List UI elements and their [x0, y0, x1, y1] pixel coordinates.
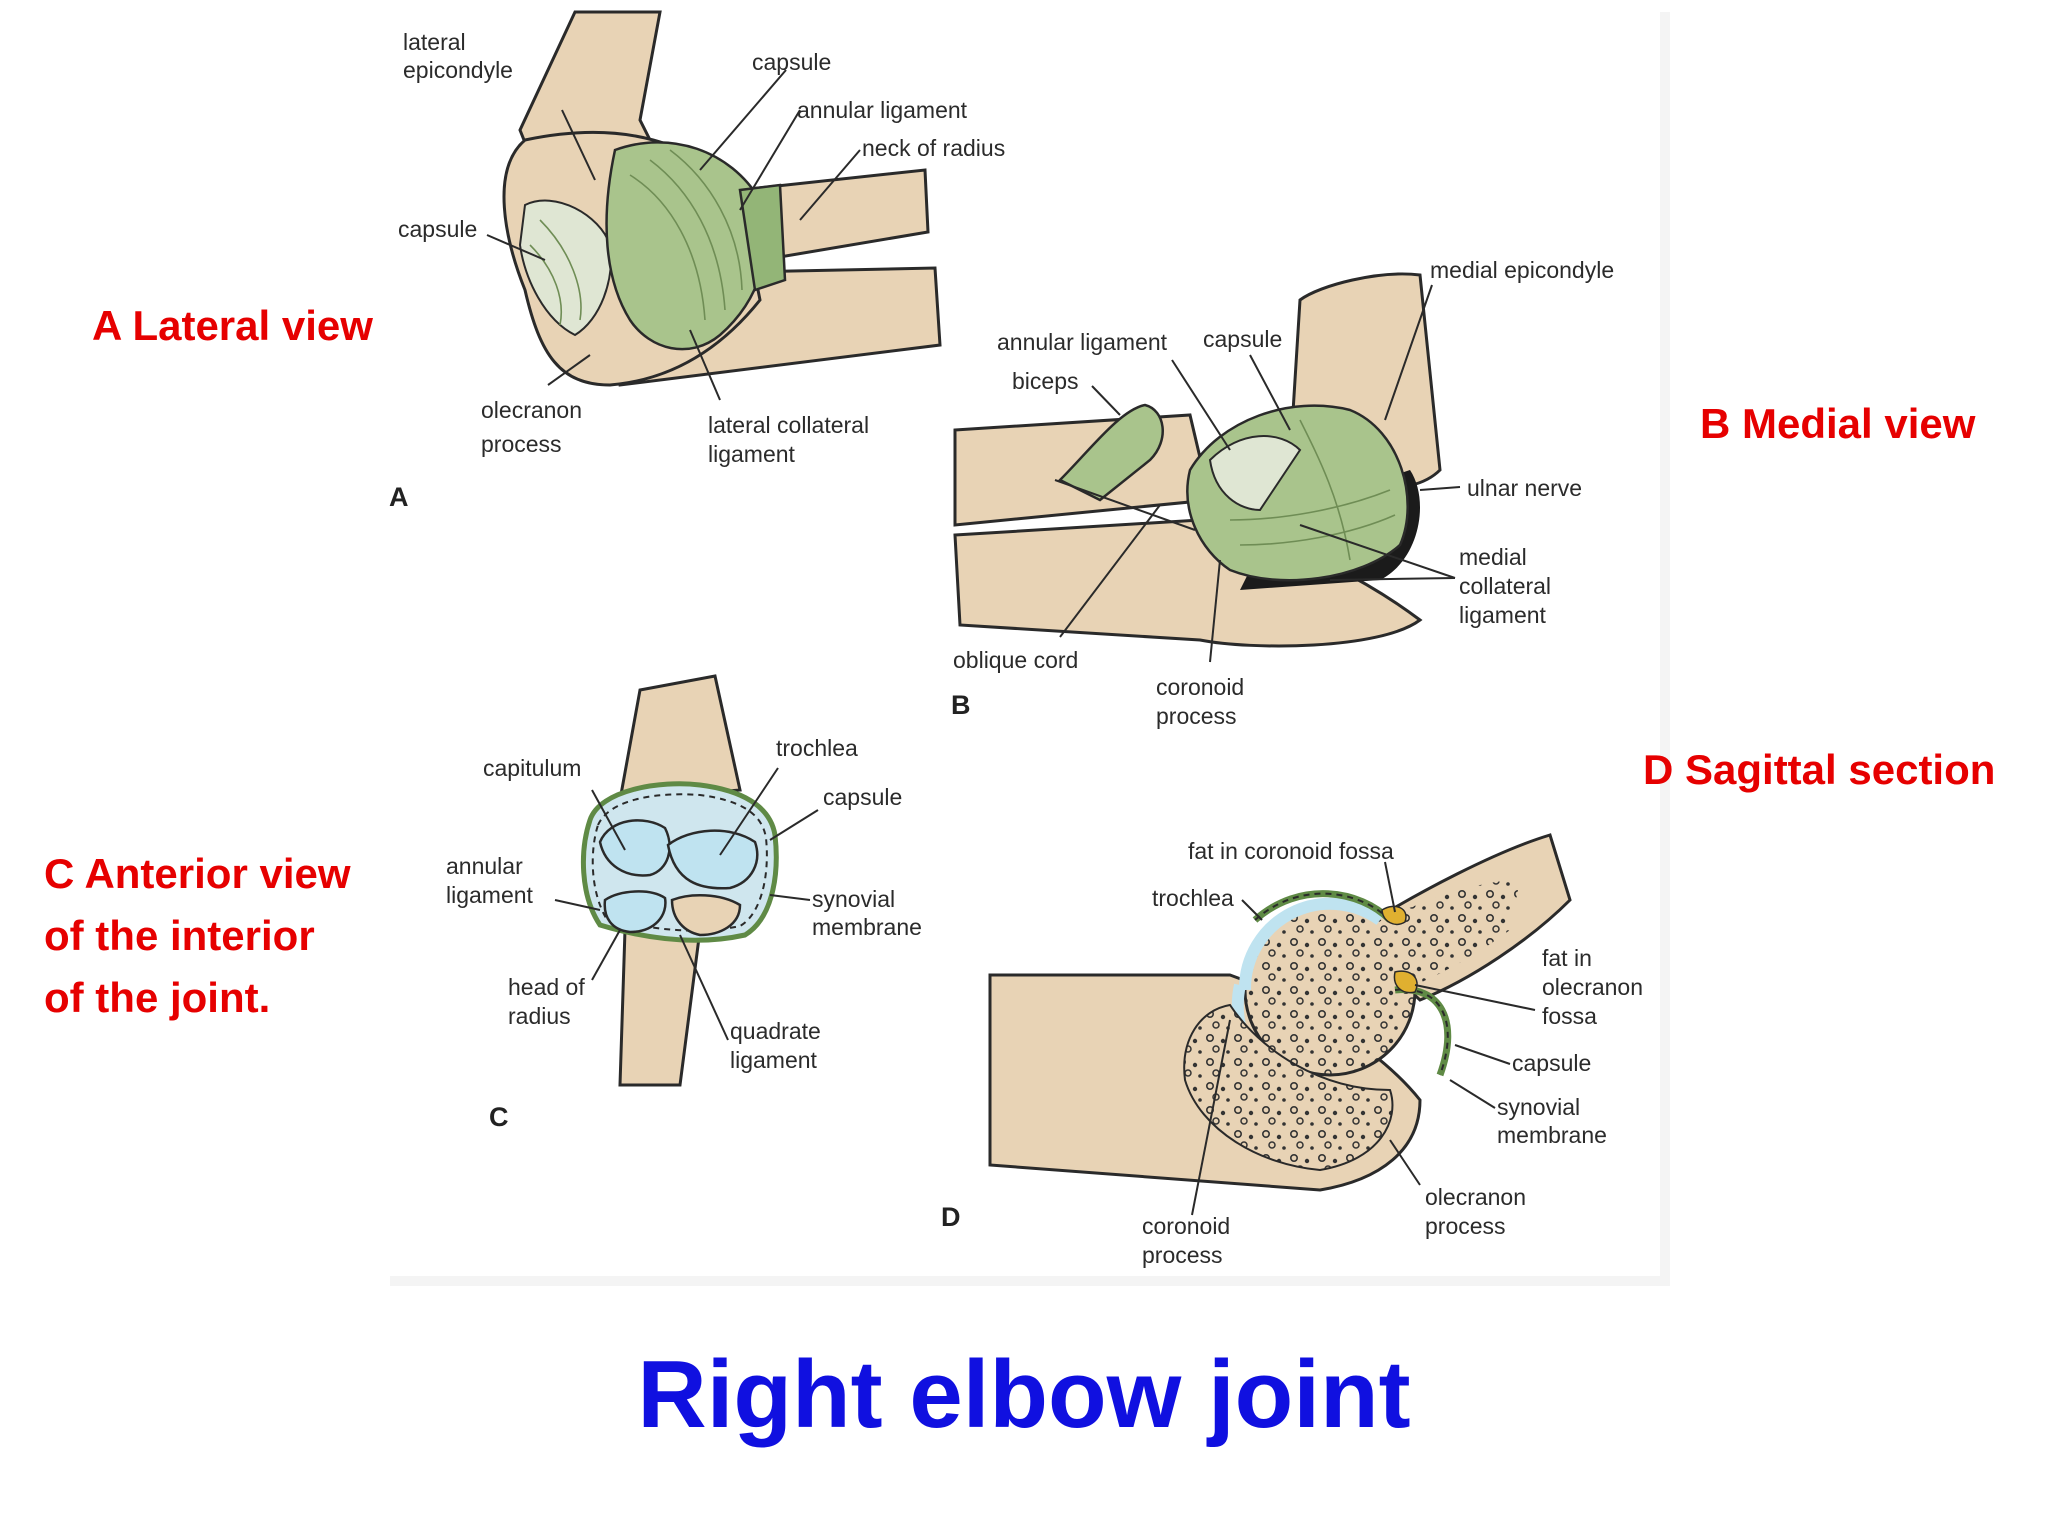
label-trochlea-c: trochlea — [776, 735, 858, 761]
label-medial-epicondyle: medial epicondyle — [1430, 257, 1614, 283]
panel-letter-a: A — [389, 482, 409, 512]
capsule-b — [1208, 435, 1302, 512]
panel-letter-b: B — [951, 690, 971, 720]
label-medial-collateral-ligament-3: ligament — [1459, 602, 1547, 628]
olecranon-d — [1183, 1003, 1394, 1172]
capsule-a — [518, 199, 612, 337]
label-coronoid-process-d-1: coronoid — [1142, 1213, 1230, 1239]
label-quadrate-ligament-1: quadrate — [730, 1018, 821, 1044]
label-medial-collateral-ligament-2: collateral — [1459, 573, 1551, 599]
caption-medial-text: B Medial view — [1700, 400, 1976, 447]
label-capsule-a-left: capsule — [398, 216, 477, 242]
fat-olecranon-fossa — [1393, 970, 1418, 994]
label-synovial-membrane-d-2: membrane — [1497, 1122, 1607, 1148]
head-of-radius-c — [603, 890, 667, 934]
caption-medial-view: B Medial view — [1700, 393, 1975, 455]
label-lateral-collateral-ligament-2: ligament — [708, 441, 796, 467]
label-capsule-a-top: capsule — [752, 49, 831, 75]
caption-sagittal-section: D Sagittal section — [1643, 739, 1995, 801]
label-annular-ligament-b: annular ligament — [997, 329, 1168, 355]
label-head-of-radius-1: head of — [508, 974, 585, 1000]
label-coronoid-process-d-2: process — [1142, 1242, 1223, 1268]
caption-lateral-view: A Lateral view — [92, 295, 373, 357]
panel-b-medial: medial epicondyle annular ligament capsu… — [951, 257, 1614, 729]
panel-c-anterior: capitulum trochlea capsule annular ligam… — [446, 674, 922, 1132]
label-capsule-d: capsule — [1512, 1050, 1591, 1076]
trochlea-c — [666, 829, 759, 890]
label-olecranon-process-a-1: olecranon — [481, 397, 582, 423]
annular-ligament-a — [738, 183, 787, 292]
label-fat-in-coronoid-fossa: fat in coronoid fossa — [1188, 838, 1394, 864]
cartilage-d — [1238, 897, 1384, 991]
caption-lateral-text: A Lateral view — [92, 302, 373, 349]
label-coronoid-process-b-1: coronoid — [1156, 674, 1244, 700]
caption-anterior-line-1: C Anterior view — [44, 850, 351, 897]
panel-a-lateral: lateral epicondyle capsule annular ligam… — [389, 10, 1005, 512]
label-fat-in-olecranon-fossa-1: fat in — [1542, 945, 1592, 971]
label-synovial-membrane-c-1: synovial — [812, 886, 895, 912]
ligament-mass-a — [605, 141, 767, 351]
label-olecranon-process-d-2: process — [1425, 1213, 1506, 1239]
label-capsule-b: capsule — [1203, 326, 1282, 352]
caption-anterior-line-2: of the interior — [44, 912, 315, 959]
label-capitulum: capitulum — [483, 755, 581, 781]
label-synovial-membrane-d-1: synovial — [1497, 1094, 1580, 1120]
label-trochlea-d: trochlea — [1152, 885, 1234, 911]
label-ulnar-nerve: ulnar nerve — [1467, 475, 1582, 501]
caption-sagittal-text: D Sagittal section — [1643, 746, 1996, 793]
label-biceps: biceps — [1012, 368, 1078, 394]
panel-d-sagittal: fat in coronoid fossa trochlea fat in ol… — [941, 833, 1643, 1268]
page-title: Right elbow joint — [637, 1341, 1411, 1448]
humerus-c — [618, 674, 742, 802]
label-annular-ligament-a: annular ligament — [797, 97, 968, 123]
biceps-tendon-b — [1057, 403, 1164, 502]
panel-letter-d: D — [941, 1202, 961, 1232]
label-fat-in-olecranon-fossa-3: fossa — [1542, 1003, 1597, 1029]
label-olecranon-process-d-1: olecranon — [1425, 1184, 1526, 1210]
label-lateral-epicondyle-1: lateral — [403, 29, 466, 55]
label-quadrate-ligament-2: ligament — [730, 1047, 818, 1073]
label-annular-ligament-c-2: ligament — [446, 882, 534, 908]
label-oblique-cord: oblique cord — [953, 647, 1078, 673]
label-capsule-c: capsule — [823, 784, 902, 810]
panel-letter-c: C — [489, 1102, 509, 1132]
label-medial-collateral-ligament-1: medial — [1459, 544, 1527, 570]
label-neck-of-radius: neck of radius — [862, 135, 1005, 161]
label-fat-in-olecranon-fossa-2: olecranon — [1542, 974, 1643, 1000]
ulna-head-c — [670, 894, 742, 937]
label-lateral-collateral-ligament-1: lateral collateral — [708, 412, 869, 438]
label-lateral-epicondyle-2: epicondyle — [403, 57, 513, 83]
label-coronoid-process-b-2: process — [1156, 703, 1237, 729]
label-annular-ligament-c-1: annular — [446, 853, 523, 879]
caption-anterior-line-3: of the joint. — [44, 974, 271, 1021]
label-head-of-radius-2: radius — [508, 1003, 571, 1029]
label-olecranon-process-a-2: process — [481, 431, 562, 457]
ligament-mass-b — [1186, 404, 1409, 582]
caption-anterior-view: C Anterior view of the interior of the j… — [44, 843, 351, 1029]
label-synovial-membrane-c-2: membrane — [812, 914, 922, 940]
